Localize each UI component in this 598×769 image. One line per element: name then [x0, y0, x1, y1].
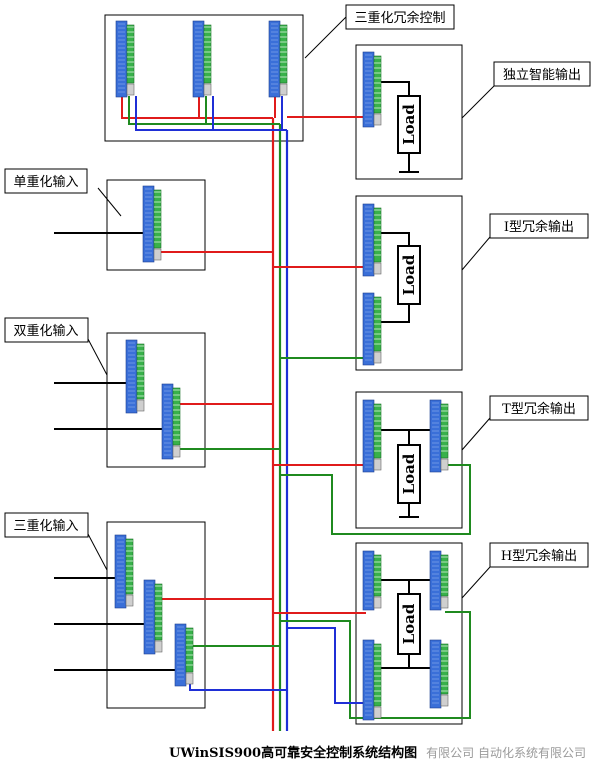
svg-text:I型冗余输出: I型冗余输出 — [504, 219, 574, 235]
frame-independent-output — [355, 44, 463, 180]
leader-double-input — [87, 338, 108, 376]
control-green-wire — [128, 96, 280, 125]
i-load-wire-top — [380, 232, 410, 246]
triple-input-module-1 — [114, 534, 134, 609]
callout-h-output: H型冗余输出 — [489, 542, 589, 568]
independent-output-module — [362, 51, 382, 128]
svg-text:H型冗余输出: H型冗余输出 — [501, 548, 577, 564]
leader-h-output — [461, 566, 491, 599]
h-output-green-wire — [280, 611, 471, 719]
svg-text:三重化输入: 三重化输入 — [13, 518, 78, 534]
i-output-module-2 — [362, 292, 382, 366]
callout-triple-control: 三重化冗余控制 — [345, 4, 455, 30]
i-output-module-1 — [362, 203, 382, 277]
t-output-green-wire — [280, 464, 471, 535]
frame-i-output — [355, 195, 463, 371]
svg-text:独立智能输出: 独立智能输出 — [503, 67, 581, 83]
callout-triple-input: 三重化输入 — [4, 512, 89, 538]
i-load-wire-bottom — [380, 304, 410, 323]
leader-independent-output — [461, 85, 495, 119]
callout-t-output: T型冗余输出 — [489, 395, 589, 421]
callout-double-input: 双重化输入 — [4, 317, 89, 343]
frame-single-input — [106, 179, 206, 271]
callout-single-input: 单重化输入 — [4, 168, 88, 194]
svg-text:三重化冗余控制: 三重化冗余控制 — [354, 10, 445, 26]
triple-input-module-2 — [143, 579, 163, 655]
frame-double-input — [106, 332, 206, 468]
control-module-1 — [115, 20, 135, 98]
leader-triple-input — [87, 533, 108, 571]
control-module-3 — [268, 20, 288, 98]
callout-i-output: I型冗余输出 — [489, 213, 589, 239]
leader-single-input — [97, 187, 122, 217]
load-i: Load — [397, 245, 421, 305]
svg-text:Load: Load — [400, 104, 418, 145]
double-input-module-1 — [125, 339, 145, 414]
load-t: Load — [397, 444, 421, 504]
h-output-module-2 — [429, 550, 449, 611]
svg-text:单重化输入: 单重化输入 — [13, 174, 78, 190]
control-blue-wire — [135, 96, 287, 131]
frame-h-output — [355, 542, 463, 725]
svg-text:双重化输入: 双重化输入 — [13, 323, 78, 339]
h-output-blue-wire — [287, 627, 366, 704]
control-red-wire — [121, 96, 273, 119]
double-input-module-2 — [161, 383, 181, 460]
h-output-module-3 — [362, 639, 382, 721]
diagram-caption: UWinSIS900高可靠安全控制系统结构图 — [169, 745, 417, 761]
frame-t-output — [355, 391, 463, 529]
single-input-module — [142, 185, 162, 263]
svg-text:Load: Load — [400, 453, 418, 494]
frame-triple-control — [104, 14, 304, 142]
triple-input-module-3 — [174, 623, 194, 687]
svg-text:T型冗余输出: T型冗余输出 — [502, 401, 576, 417]
leader-i-output — [461, 236, 491, 271]
control-module-2 — [192, 20, 212, 98]
watermark-text: 有限公司 自动化系统有限公司 — [426, 746, 586, 760]
leader-triple-control — [304, 16, 347, 59]
t-output-module-1 — [362, 399, 382, 473]
load-independent: Load — [397, 95, 421, 154]
independent-load-wire-top — [380, 81, 410, 96]
load-h: Load — [397, 593, 421, 655]
frame-triple-input — [106, 521, 206, 709]
svg-text:Load: Load — [400, 254, 418, 295]
h-output-module-1 — [362, 550, 382, 611]
t-output-module-2 — [429, 399, 449, 473]
callout-independent-output: 独立智能输出 — [493, 61, 591, 87]
leader-t-output — [461, 417, 491, 451]
h-output-module-4 — [429, 639, 449, 709]
svg-text:Load: Load — [400, 603, 418, 644]
